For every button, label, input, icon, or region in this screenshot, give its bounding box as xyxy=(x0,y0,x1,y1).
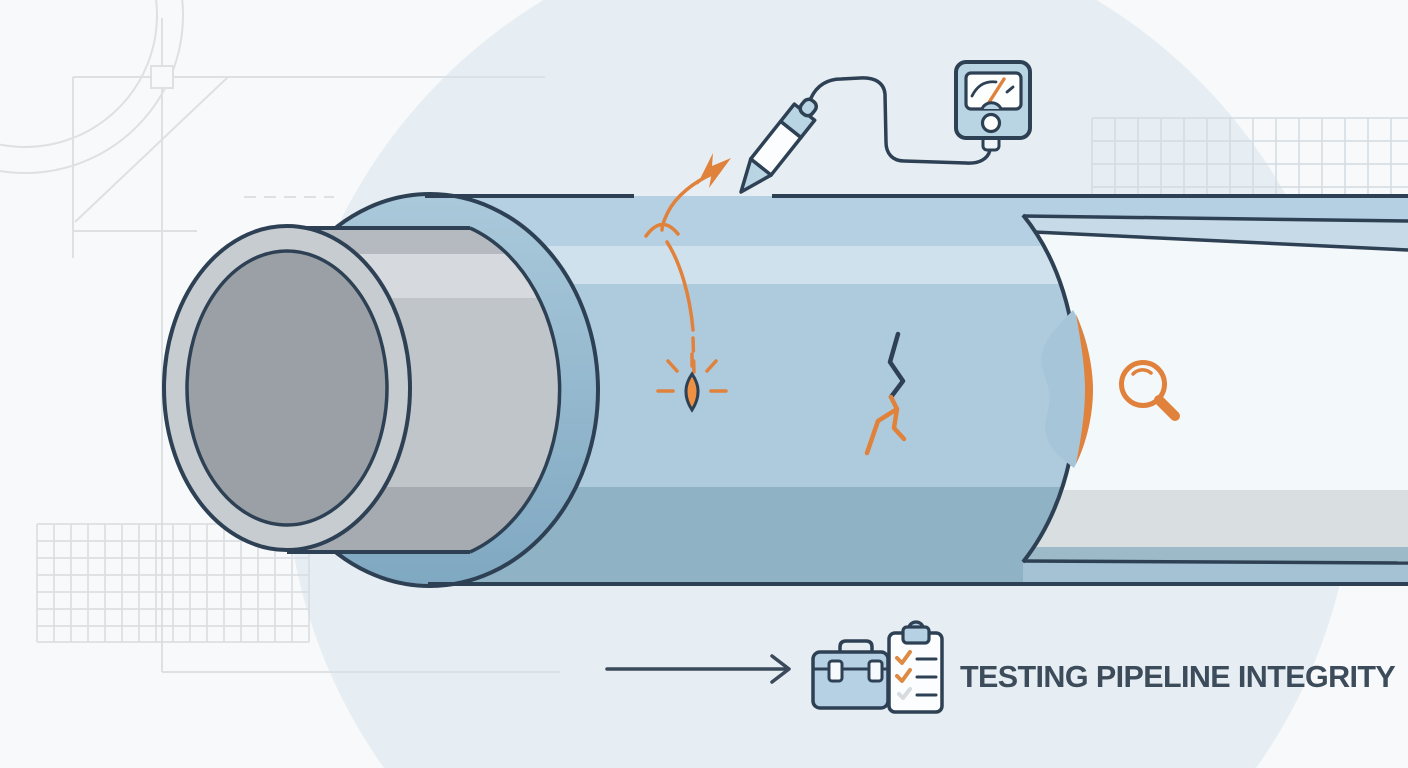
pipe xyxy=(162,192,1408,588)
probe-cable xyxy=(809,76,992,165)
magnifier-icon xyxy=(1119,360,1180,421)
grid-bottom-left xyxy=(36,523,310,643)
bolt-arrow-icon xyxy=(697,153,731,188)
spark-icon xyxy=(656,352,728,413)
gauge-needle xyxy=(986,77,1006,106)
spark-signal xyxy=(644,153,731,413)
crack-icon xyxy=(864,331,907,456)
blueprint-lines xyxy=(0,0,560,673)
check-2 xyxy=(895,668,912,683)
voltmeter-gauge-icon xyxy=(954,60,1032,152)
check-3 xyxy=(897,687,912,700)
inner-pipe-bore xyxy=(185,249,389,527)
grid-top-right xyxy=(1091,117,1408,196)
inner-pipe xyxy=(162,224,562,554)
flow-arrow-icon xyxy=(605,654,791,684)
test-probe-icon xyxy=(739,97,819,194)
signal-hop-arc xyxy=(644,222,680,238)
clipboard-checklist-icon xyxy=(887,620,944,714)
toolbox-icon xyxy=(811,639,890,710)
page-title: TESTING PIPELINE INTEGRITY xyxy=(960,660,1395,694)
check-1 xyxy=(895,650,912,665)
pipe-cutaway xyxy=(1021,213,1408,583)
corrosion-patch xyxy=(1041,310,1093,468)
